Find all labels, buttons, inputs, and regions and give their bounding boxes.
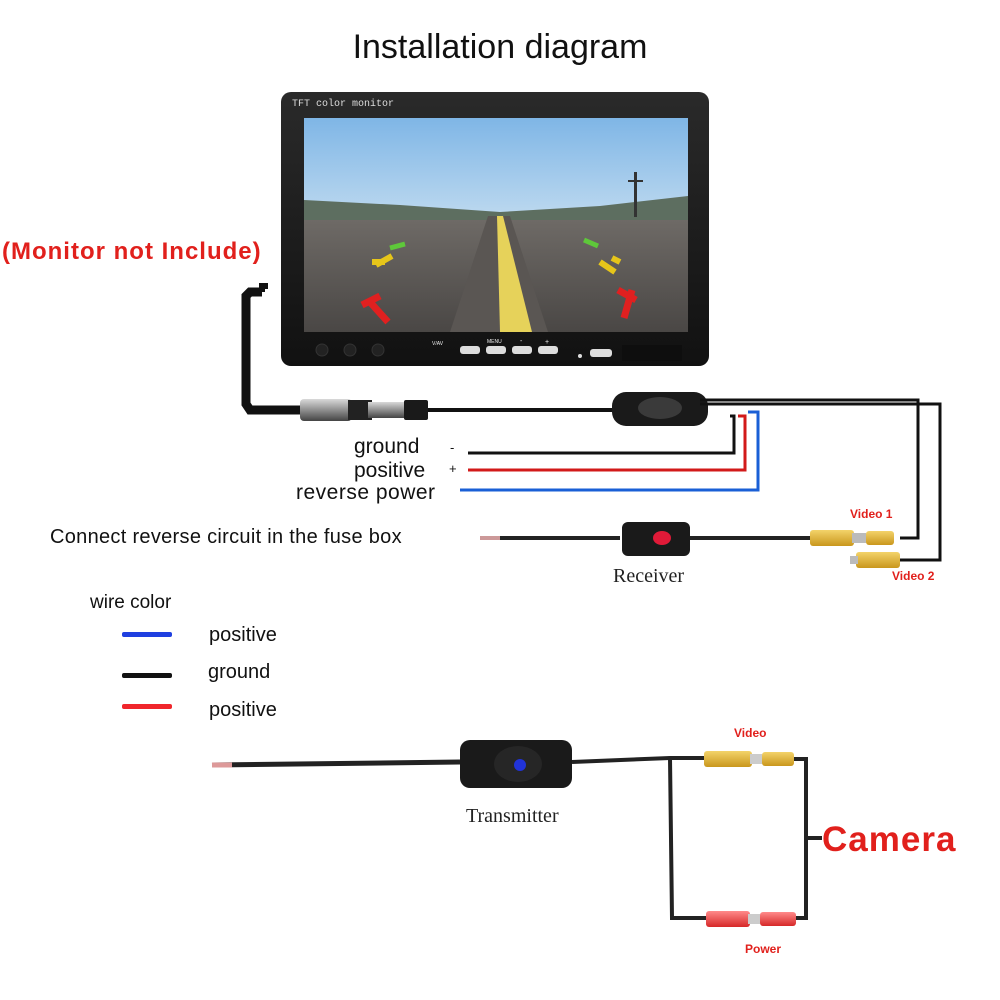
legend-swatch-red [122,704,172,709]
legend-label-red: positive [209,699,277,721]
camera-power-connector-icon [706,911,796,927]
camera-label: Camera [822,820,957,859]
video2-label: Video 2 [892,569,935,583]
video1-rca-connector-icon [810,530,894,546]
camera-video-rca-connector-icon [704,751,794,767]
legend-title: wire color [90,592,172,613]
legend-label-black: ground [208,661,271,683]
ground-wire-sign: - [450,440,455,455]
reverse-power-wire [460,410,760,492]
monitor-brand-text: TFT color monitor [292,98,394,110]
positive-wire-sign: + [449,461,457,476]
page-title: Installation diagram [352,28,648,66]
monitor-not-included-note: (Monitor not Include) [2,238,262,265]
legend-label-blue: positive [209,624,277,646]
camera-video-label: Video [734,726,767,740]
monitor-icon [281,92,709,366]
monitor-cable [241,287,302,415]
positive-wire [468,414,747,472]
receiver-label: Receiver [613,565,685,587]
video1-label: Video 1 [850,507,893,521]
fuse-box-instruction: Connect reverse circuit in the fuse box [50,526,402,548]
monitor-splitter-icon [612,392,708,426]
monitor-button-label: - [520,338,523,345]
video2-rca-connector-icon [850,552,900,568]
receiver-icon [622,522,690,556]
monitor-button-label: V/AV [432,341,444,347]
positive-wire-label: positive [354,459,426,482]
camera-power-label: Power [745,942,782,956]
monitor-button-label: + [545,339,549,346]
ground-wire [468,414,736,455]
transmitter-icon [460,740,572,788]
av-connector-icon [300,399,428,421]
camera-cable [794,757,808,920]
legend-swatch-blue [122,632,172,637]
monitor-button-label: MENU [487,339,502,345]
transmitter-label: Transmitter [466,805,559,827]
reverse-power-wire-label: reverse power [296,481,436,504]
ground-wire-label: ground [354,435,420,458]
legend-swatch-black [122,673,172,678]
